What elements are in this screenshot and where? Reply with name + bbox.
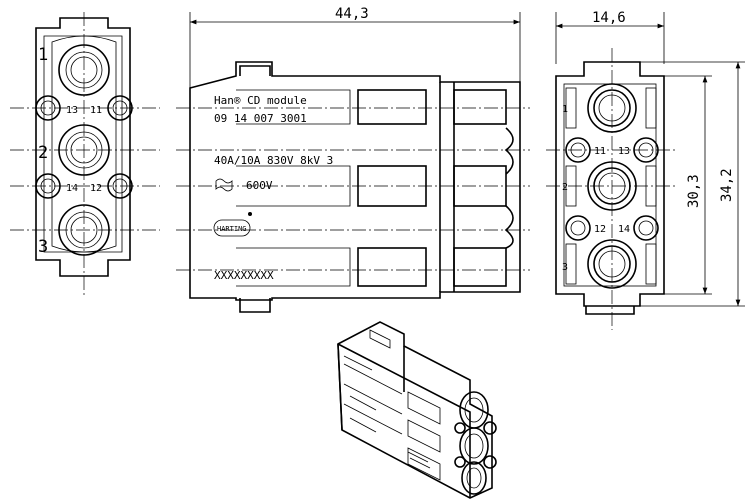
front-view: 1 2 3 13 11 14 12 xyxy=(10,12,160,295)
marking-part-number: 09 14 007 3001 xyxy=(214,112,307,125)
front-pe-label-12: 12 xyxy=(90,183,102,194)
contact-1-rear xyxy=(587,83,637,133)
contact-3-rear xyxy=(587,239,637,289)
rear-pe-label-12: 12 xyxy=(594,224,606,235)
rear-contact-label-3: 3 xyxy=(562,262,568,273)
side-view: 44,3 Han® CD module 09 14 007 3001 40A/1… xyxy=(176,6,530,313)
front-contact-label-1: 1 xyxy=(38,45,48,65)
contact-1-front xyxy=(58,44,110,96)
dimension-height-inner: 30,3 xyxy=(686,174,702,208)
contact-2-front xyxy=(58,124,110,176)
front-contact-label-2: 2 xyxy=(38,143,48,163)
front-pe-label-14: 14 xyxy=(66,183,78,194)
front-contact-label-3: 3 xyxy=(38,237,48,257)
rear-view: 14,6 30,3 34,2 xyxy=(546,10,745,330)
dimension-width: 14,6 xyxy=(592,10,626,26)
contact-2-rear xyxy=(587,161,637,211)
marking-rating: 40A/10A 830V 8kV 3 xyxy=(214,154,333,167)
rear-pe-label-14: 14 xyxy=(618,224,630,235)
marking-batch-code: XXXXXXXXX xyxy=(214,269,274,282)
dimension-length: 44,3 xyxy=(335,6,369,22)
dimension-height-outer: 34,2 xyxy=(719,168,735,202)
marking-voltage: 600V xyxy=(246,179,273,192)
front-pe-label-11: 11 xyxy=(90,105,102,116)
isometric-view xyxy=(337,321,497,499)
rear-pe-label-13: 13 xyxy=(618,146,630,157)
harting-logo-text: HARTING xyxy=(217,225,247,233)
ul-recognized-icon xyxy=(215,178,233,192)
rear-contact-label-2: 2 xyxy=(562,182,568,193)
rear-pe-label-11: 11 xyxy=(594,146,606,157)
marking-module-name: Han® CD module xyxy=(214,94,307,107)
contact-3-front xyxy=(58,204,110,256)
front-pe-label-13: 13 xyxy=(66,105,78,116)
harting-logo-icon: HARTING xyxy=(213,212,252,237)
rear-contact-label-1: 1 xyxy=(562,104,568,115)
